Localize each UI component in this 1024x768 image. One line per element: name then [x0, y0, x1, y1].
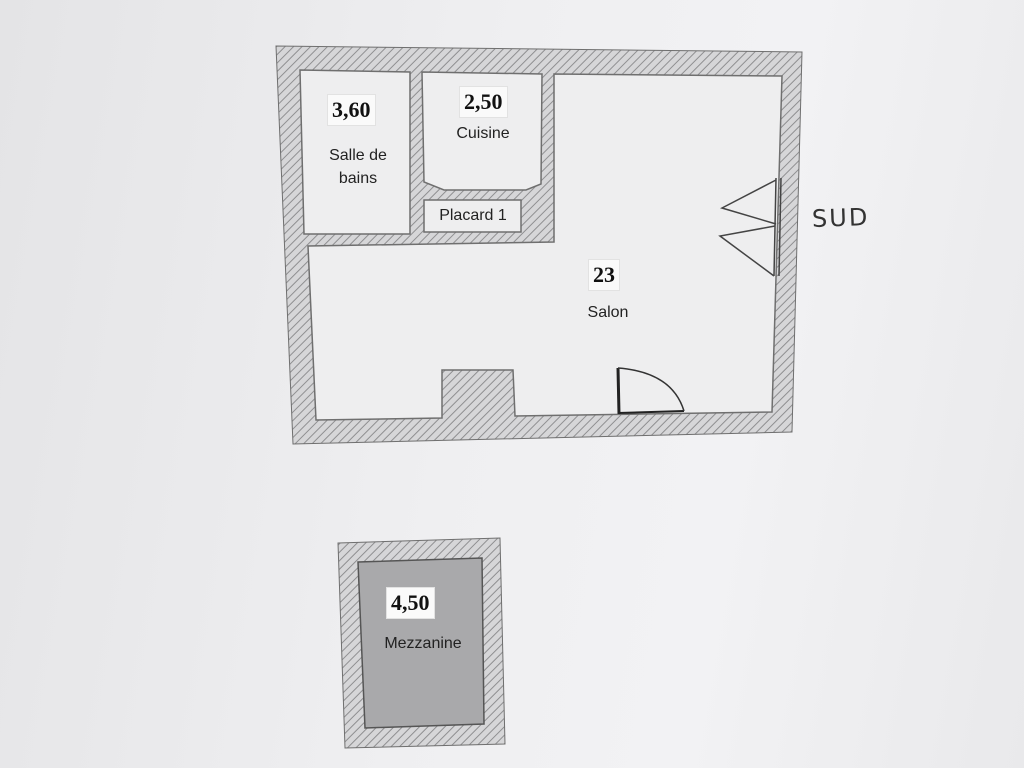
living-name-label: Salon — [587, 304, 629, 321]
kitchen-area-label: 2,50 — [460, 87, 507, 117]
bathroom-room — [299, 69, 411, 235]
bathroom-name-line2: bains — [338, 170, 378, 187]
bathroom-area-label: 3,60 — [328, 95, 375, 125]
mezzanine-area-label: 4,50 — [387, 588, 434, 618]
closet-name-label: Placard 1 — [439, 207, 507, 224]
closet-room — [423, 199, 522, 233]
entrance-door — [616, 367, 685, 415]
living-room — [307, 73, 783, 421]
window — [718, 177, 782, 277]
kitchen-name-label: Cuisine — [456, 125, 510, 142]
bathroom-name-line1: Salle de — [329, 147, 387, 164]
orientation-label: SUD — [811, 203, 870, 233]
mezzanine-name-label: Mezzanine — [384, 635, 462, 652]
living-area-label: 23 — [589, 260, 619, 290]
kitchen-room — [421, 71, 543, 191]
